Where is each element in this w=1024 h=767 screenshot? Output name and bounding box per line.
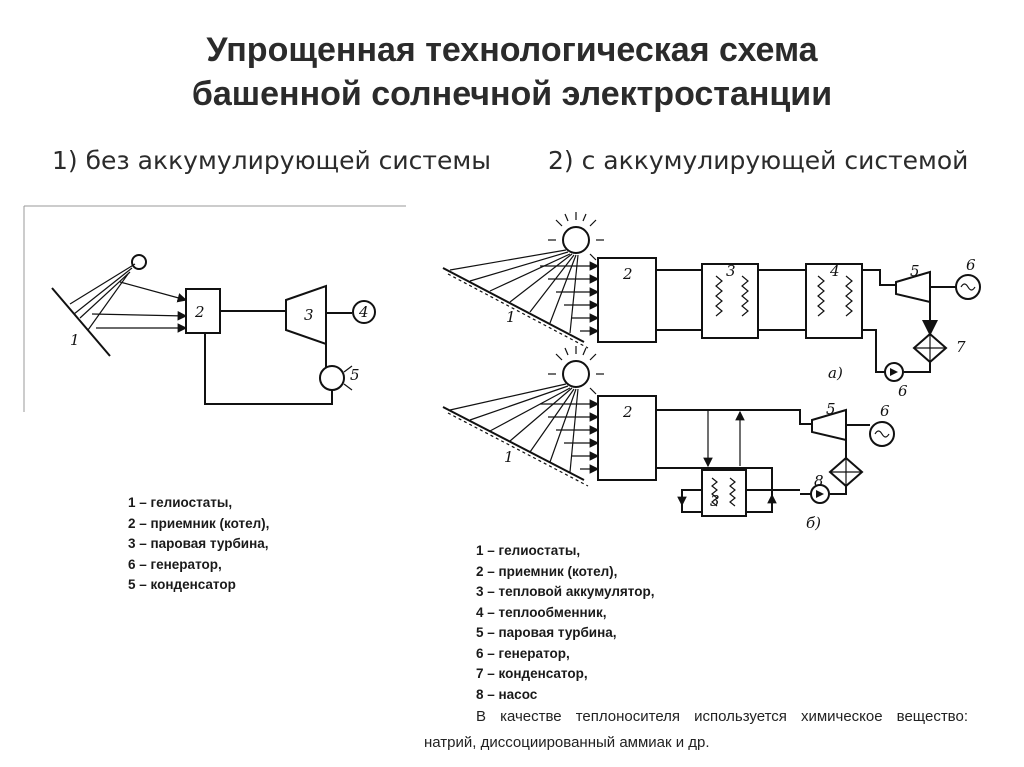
label-6-b: 6 bbox=[880, 402, 890, 420]
receiver-boiler-b bbox=[597, 395, 657, 481]
label-6b-a: 6 bbox=[898, 382, 908, 400]
sun-a bbox=[562, 226, 590, 254]
generator-circle bbox=[352, 300, 376, 324]
subtitle-with-storage: 2) с аккумулирующей системой bbox=[548, 146, 969, 175]
legend-item: 2 – приемник (котел), bbox=[128, 515, 270, 531]
label-3-b: 3 bbox=[710, 492, 720, 510]
legend-item: 7 – конденсатор, bbox=[476, 666, 588, 681]
label-variant-a: а) bbox=[828, 364, 843, 382]
subtitle-without-storage: 1) без аккумулирующей системы bbox=[52, 146, 491, 175]
heliostat-mirror bbox=[51, 287, 111, 357]
label-7-a: 7 bbox=[956, 338, 966, 356]
legend-item: 2 – приемник (котел), bbox=[476, 563, 618, 579]
label-variant-b: б) bbox=[806, 514, 821, 532]
label-4-a: 4 bbox=[829, 262, 840, 280]
scheme-with-storage-a: 2 3 4 5 6 7 6 1 а) bbox=[442, 212, 981, 400]
label-2-b: 2 bbox=[622, 403, 633, 421]
label-1-a: 1 bbox=[506, 308, 516, 326]
label-1-b: 1 bbox=[504, 448, 514, 466]
generator-a bbox=[955, 274, 981, 300]
scheme-with-storage-b: 2 3 5 6 8 1 б) bbox=[442, 346, 895, 532]
label-6-a: 6 bbox=[966, 256, 976, 274]
heliostat-field-a bbox=[442, 267, 585, 343]
coolant-note: В качестве теплоносителя используется хи… bbox=[424, 704, 968, 756]
legend-item: 5 – конденсатор bbox=[128, 577, 236, 592]
generator-b bbox=[869, 421, 895, 447]
legend-with-storage: 1 – гелиостаты, 2 – приемник (котел), 3 … bbox=[476, 541, 654, 705]
condenser-circle bbox=[319, 365, 345, 391]
legend-item: 5 – паровая турбина, bbox=[476, 625, 617, 640]
thermal-storage-b bbox=[701, 469, 747, 517]
coolant-note-text: В качестве теплоносителя используется хи… bbox=[424, 708, 968, 751]
receiver-boiler-a bbox=[597, 257, 657, 343]
label-4-left: 4 bbox=[358, 303, 369, 321]
title-line-1: Упрощенная технологическая схема bbox=[206, 31, 818, 69]
sun-b bbox=[562, 360, 590, 388]
legend-item: 4 – теплообменник, bbox=[476, 604, 607, 620]
label-5-left: 5 bbox=[350, 366, 360, 384]
scheme-without-storage: 1 2 3 4 5 bbox=[23, 205, 406, 412]
label-2-left: 2 bbox=[194, 303, 205, 321]
legend-item: 1 – гелиостаты, bbox=[128, 495, 233, 510]
tower-receiver-circle bbox=[131, 254, 147, 270]
legend-item: 6 – генератор, bbox=[128, 556, 222, 572]
thermal-storage-a bbox=[701, 263, 759, 339]
label-8-b: 8 bbox=[814, 472, 824, 490]
legend-item: 8 – насос bbox=[476, 686, 538, 702]
heliostat-field-b bbox=[442, 406, 585, 481]
page-title: Упрощенная технологическая схема башенно… bbox=[0, 28, 1024, 116]
legend-item: 6 – генератор, bbox=[476, 645, 570, 661]
legend-item: 3 – паровая турбина, bbox=[128, 536, 269, 551]
legend-without-storage: 1 – гелиостаты, 2 – приемник (котел), 3 … bbox=[128, 493, 269, 596]
legend-item: 3 – тепловой аккумулятор, bbox=[476, 584, 655, 599]
label-5-a: 5 bbox=[910, 262, 920, 280]
label-3-left: 3 bbox=[304, 306, 314, 324]
label-5-b: 5 bbox=[826, 400, 836, 418]
title-line-2: башенной солнечной электростанции bbox=[191, 75, 833, 113]
label-2-a: 2 bbox=[622, 265, 633, 283]
legend-item: 1 – гелиостаты, bbox=[476, 543, 581, 558]
label-3-a: 3 bbox=[726, 262, 736, 280]
label-1-left: 1 bbox=[70, 331, 80, 349]
heat-exchanger-a bbox=[805, 263, 863, 339]
